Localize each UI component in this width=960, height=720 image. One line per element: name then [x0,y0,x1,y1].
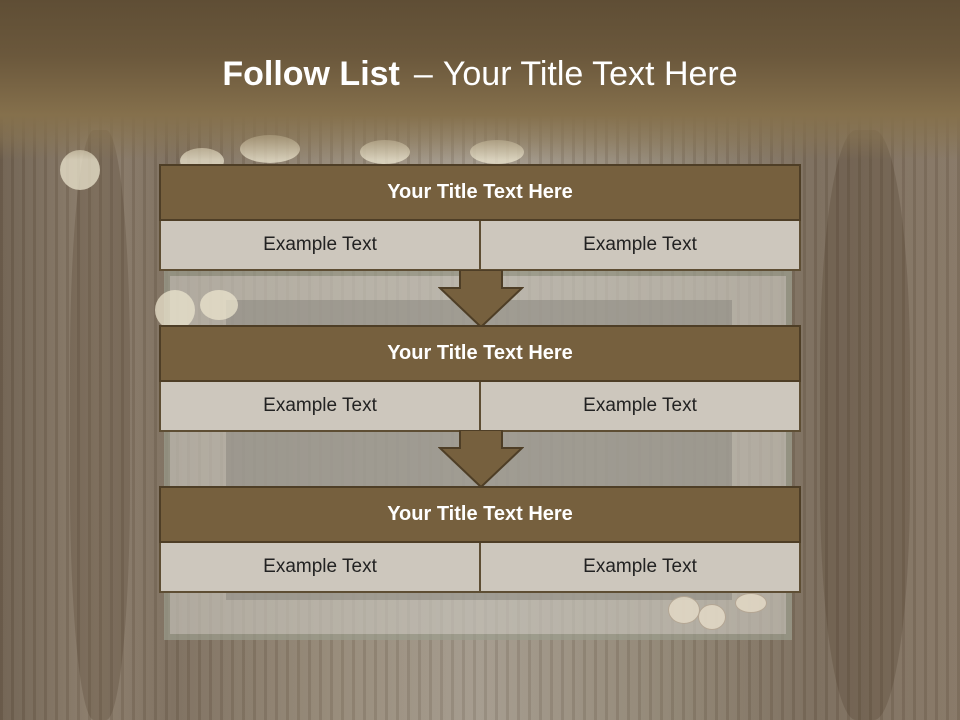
example-text-left: Example Text [159,543,481,593]
slide-title-dash: – [413,55,433,93]
list-block-2: Your Title Text Here Example Text Exampl… [159,325,801,432]
wood-grain [70,130,130,720]
block-row: Example Text Example Text [159,382,801,432]
slide-title-rest: Your Title Text Here [442,55,738,93]
block-row: Example Text Example Text [159,543,801,593]
example-text-right: Example Text [481,543,801,593]
list-block-1: Your Title Text Here Example Text Exampl… [159,164,801,271]
example-text-right: Example Text [481,382,801,432]
down-arrow-icon [438,430,524,489]
slide-title-bold: Follow List [222,55,400,93]
example-text-right: Example Text [481,221,801,271]
flower-petal [200,290,238,320]
block-title: Your Title Text Here [159,325,801,382]
quail-egg [698,604,726,630]
block-row: Example Text Example Text [159,221,801,271]
example-text-left: Example Text [159,382,481,432]
header-band [0,0,960,160]
flower-petal [155,290,195,330]
quail-egg [735,593,767,613]
list-block-3: Your Title Text Here Example Text Exampl… [159,486,801,593]
block-title: Your Title Text Here [159,486,801,543]
block-title: Your Title Text Here [159,164,801,221]
down-arrow-icon [438,270,524,329]
example-text-left: Example Text [159,221,481,271]
wood-grain [820,130,910,720]
quail-egg [668,596,700,624]
slide-title: Follow List–Your Title Text Here [0,55,960,94]
